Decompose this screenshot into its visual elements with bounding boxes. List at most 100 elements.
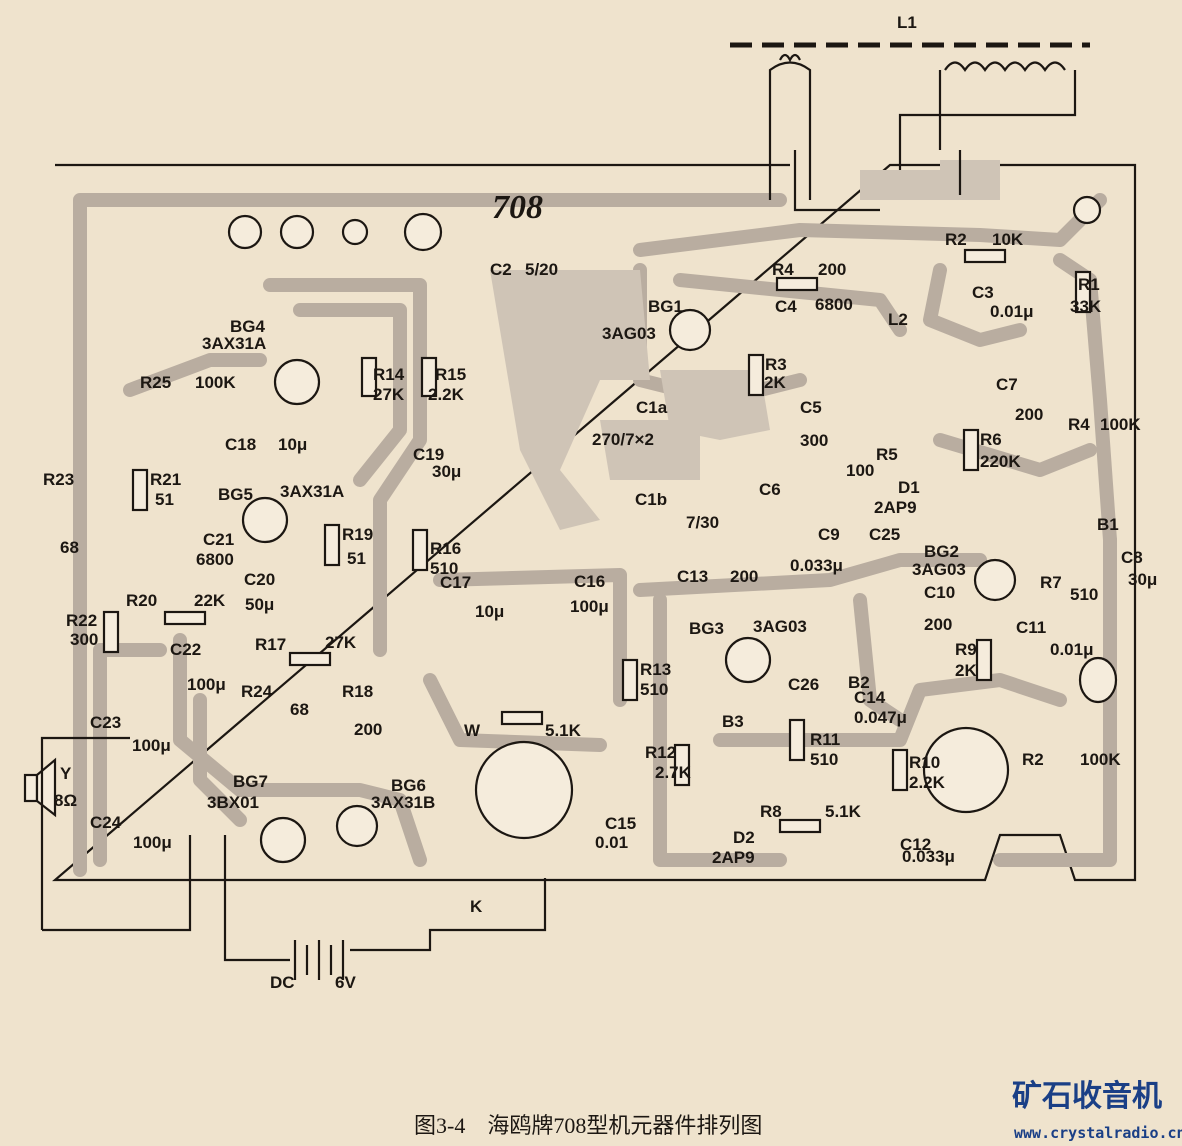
mounting-holes — [227, 195, 1118, 840]
component-label-c25: C25 — [869, 525, 900, 544]
speaker-and-battery — [23, 736, 547, 980]
component-label-c24: C24 — [90, 813, 122, 832]
component-label-r8: R8 — [760, 802, 782, 821]
component-label-bg5t: 3AX31A — [280, 482, 344, 501]
component-label-d2t: 2AP9 — [712, 848, 755, 867]
component-label-r9v: 2K — [955, 661, 977, 680]
component-label-c10: C10 — [924, 583, 955, 602]
component-label-c1v: 270/7×2 — [592, 430, 654, 449]
component-label-r15: R15 — [435, 365, 466, 384]
component-label-c1a: C1a — [636, 398, 668, 417]
component-label-r2pv: 100K — [1080, 750, 1121, 769]
component-label-d2: D2 — [733, 828, 755, 847]
component-label-bg3: BG3 — [689, 619, 724, 638]
component-label-c14: C14 — [854, 688, 886, 707]
board-outline — [52, 163, 1137, 882]
component-label-r16: R16 — [430, 539, 461, 558]
watermark: 矿石收音机 www.crystalradio.cn — [1012, 1079, 1182, 1142]
component-label-r4pv: 100K — [1100, 415, 1141, 434]
component-label-r6: R6 — [980, 430, 1002, 449]
component-label-c9: C9 — [818, 525, 840, 544]
component-label-r13v: 510 — [640, 680, 668, 699]
component-label-c16: C16 — [574, 572, 605, 591]
component-label-c23v: 100μ — [132, 736, 171, 755]
component-label-c1b: C1b — [635, 490, 667, 509]
component-label-b2: B2 — [848, 673, 870, 692]
component-label-c16v: 100μ — [570, 597, 609, 616]
component-label-r2v: 10K — [992, 230, 1024, 249]
component-label-c10v: 200 — [924, 615, 952, 634]
component-label-r22: R22 — [66, 611, 97, 630]
component-label-c11v: 0.01μ — [1050, 640, 1094, 659]
component-label-bg4: BG4 — [230, 317, 266, 336]
component-label-r19v: 51 — [347, 549, 366, 568]
component-label-r8v: 5.1K — [825, 802, 862, 821]
component-label-c3: C3 — [972, 283, 994, 302]
component-label-c21v: 6800 — [196, 550, 234, 569]
antenna-L1 — [730, 42, 1090, 212]
component-label-r18v: 200 — [354, 720, 382, 739]
component-label-r11: R11 — [810, 730, 840, 749]
component-label-r12: R12 — [645, 743, 676, 762]
component-label-bg6: BG6 — [391, 776, 426, 795]
component-label-bg4t: 3AX31A — [202, 334, 266, 353]
component-label-r4: R4 — [772, 260, 794, 279]
component-label-r22v: 300 — [70, 630, 98, 649]
component-label-r24: R24 — [241, 682, 273, 701]
component-label-r23: R23 — [43, 470, 74, 489]
component-label-bg6t: 3AX31B — [371, 793, 435, 812]
component-label-r5v: 100 — [846, 461, 874, 480]
component-label-r25v: 100K — [195, 373, 236, 392]
component-label-r10: R10 — [909, 753, 940, 772]
component-label-bg7t: 3BX01 — [207, 793, 259, 812]
component-label-r11v: 510 — [810, 750, 838, 769]
component-label-bg1: BG1 — [648, 297, 683, 316]
component-label-r24v: 68 — [290, 700, 309, 719]
component-label-r7v: 510 — [1070, 585, 1098, 604]
component-label-c19: C19 — [413, 445, 444, 464]
component-label-c21: C21 — [203, 530, 234, 549]
component-label-y: Y — [60, 764, 72, 783]
component-label-bg5: BG5 — [218, 485, 253, 504]
component-label-r1: R1 — [1078, 275, 1100, 294]
component-label-c20v: 50μ — [245, 595, 274, 614]
component-label-c14v: 0.047μ — [854, 708, 907, 727]
component-label-c11: C11 — [1016, 618, 1046, 637]
component-label-r9: R9 — [955, 640, 977, 659]
component-label-c17: C17 — [440, 573, 471, 592]
component-label-c8v: 30μ — [1128, 570, 1157, 589]
component-label-c5v: 300 — [800, 431, 828, 450]
dark-copper-zones — [490, 160, 1000, 530]
component-label-r10v: 2.2K — [909, 773, 946, 792]
component-label-c5: C5 — [800, 398, 822, 417]
component-label-r16v: 510 — [430, 559, 458, 578]
component-label-r19: R19 — [342, 525, 373, 544]
component-label-wv: 5.1K — [545, 721, 582, 740]
figure-caption: 图3-4 海鸥牌708型机元器件排列图 — [414, 1113, 762, 1138]
component-label-r3: R3 — [765, 355, 787, 374]
component-label-bg7: BG7 — [233, 772, 268, 791]
component-label-r4v: 200 — [818, 260, 846, 279]
component-label-r7: R7 — [1040, 573, 1062, 592]
component-label-c3v: 0.01μ — [990, 302, 1034, 321]
component-label-c18: C18 — [225, 435, 256, 454]
component-label-c9v: 0.033μ — [790, 556, 843, 575]
component-label-r12v: 2.7K — [655, 763, 692, 782]
component-label-c2v: 5/20 — [525, 260, 558, 279]
component-label-yv: 8Ω — [54, 791, 77, 810]
component-label-c7v: 200 — [1015, 405, 1043, 424]
component-label-bg1t: 3AG03 — [602, 324, 656, 343]
component-label-c2: C2 — [490, 260, 512, 279]
board-title: 708 — [492, 189, 543, 226]
watermark-url: www.crystalradio.cn — [1014, 1124, 1182, 1142]
component-label-c13v: 200 — [730, 567, 758, 586]
transistor-bodies — [241, 308, 1017, 864]
component-label-c15v: 0.01 — [595, 833, 628, 852]
component-label-r20: R20 — [126, 591, 157, 610]
component-label-c4v: 6800 — [815, 295, 853, 314]
component-label-c6: C6 — [759, 480, 781, 499]
component-label-r15v: 2.2K — [428, 385, 465, 404]
component-label-r14v: 27K — [373, 385, 405, 404]
component-label-dcv: 6V — [335, 973, 356, 992]
